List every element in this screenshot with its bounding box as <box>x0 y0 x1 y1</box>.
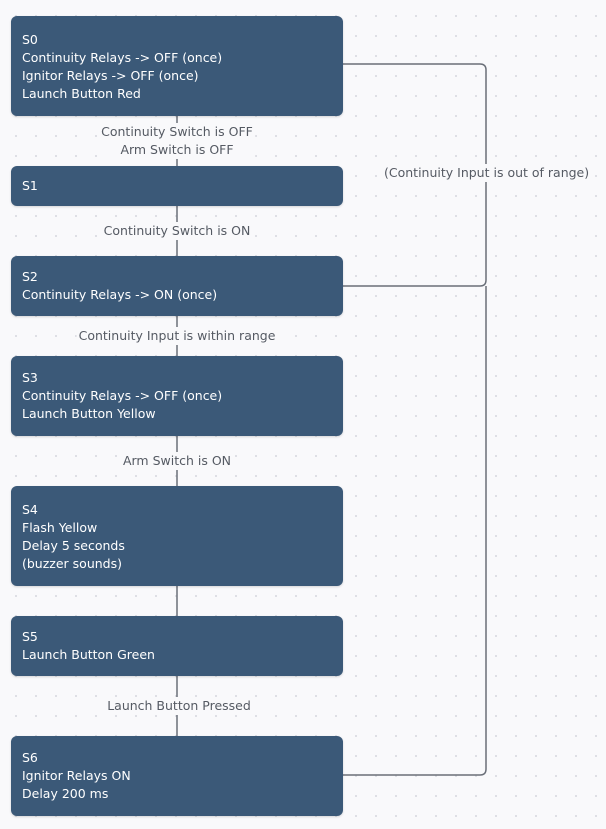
node-text: Continuity Relays -> ON (once) <box>22 287 218 302</box>
node-title: S4 <box>22 502 38 517</box>
node-text: Launch Button Yellow <box>22 406 156 421</box>
label-line: Arm Switch is ON <box>122 453 232 468</box>
label-line: Continuity Input is within range <box>78 328 276 343</box>
label-line: Continuity Switch is ON <box>103 223 251 238</box>
node-title: S2 <box>22 269 38 284</box>
label-line: Continuity Switch is OFF <box>101 124 253 139</box>
state-node-s1[interactable]: S1 <box>11 166 343 206</box>
node-text: Delay 5 seconds <box>22 538 125 553</box>
state-node-s6[interactable]: S6 Ignitor Relays ON Delay 200 ms <box>11 736 343 816</box>
transition-label-s1-s2: Continuity Switch is ON <box>101 222 253 240</box>
state-node-s4[interactable]: S4 Flash Yellow Delay 5 seconds (buzzer … <box>11 486 343 586</box>
state-node-s2[interactable]: S2 Continuity Relays -> ON (once) <box>11 256 343 316</box>
label-line: (Continuity Input is out of range) <box>384 165 590 180</box>
transition-label-s3-s4: Arm Switch is ON <box>120 452 234 470</box>
label-line: Arm Switch is OFF <box>120 142 234 157</box>
transition-label-out-of-range: (Continuity Input is out of range) <box>383 164 591 182</box>
transition-label-s2-s3: Continuity Input is within range <box>76 327 278 345</box>
node-title: S3 <box>22 370 38 385</box>
state-node-s3[interactable]: S3 Continuity Relays -> OFF (once) Launc… <box>11 356 343 436</box>
edge-s6-return <box>343 286 487 776</box>
node-title: S6 <box>22 750 38 765</box>
node-text: Launch Button Red <box>22 86 141 101</box>
transition-label-s5-s6: Launch Button Pressed <box>105 697 253 715</box>
node-text: Continuity Relays -> OFF (once) <box>22 50 223 65</box>
node-text: Delay 200 ms <box>22 786 109 801</box>
node-text: Flash Yellow <box>22 520 98 535</box>
label-line: Launch Button Pressed <box>107 698 251 713</box>
transition-label-s0-s1: Continuity Switch is OFF Arm Switch is O… <box>99 123 255 159</box>
node-title: S5 <box>22 629 38 644</box>
node-text: (buzzer sounds) <box>22 556 122 571</box>
node-title: S1 <box>22 178 38 193</box>
node-text: Ignitor Relays -> OFF (once) <box>22 68 199 83</box>
state-node-s5[interactable]: S5 Launch Button Green <box>11 616 343 676</box>
node-text: Ignitor Relays ON <box>22 768 131 783</box>
node-text: Continuity Relays -> OFF (once) <box>22 388 223 403</box>
node-text: Launch Button Green <box>22 647 155 662</box>
state-node-s0[interactable]: S0 Continuity Relays -> OFF (once) Ignit… <box>11 16 343 116</box>
node-title: S0 <box>22 32 38 47</box>
